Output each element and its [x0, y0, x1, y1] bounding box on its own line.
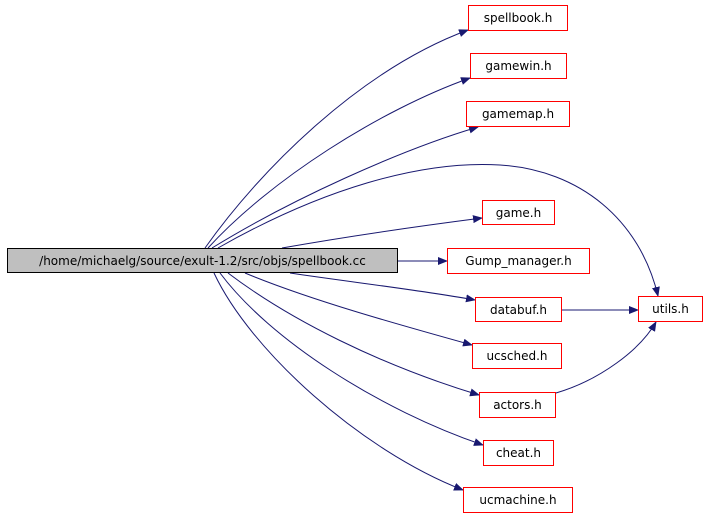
- node-actors-h[interactable]: actors.h: [479, 392, 556, 418]
- edge-spellbook: [204, 29, 469, 249]
- edge-gamemap: [211, 125, 479, 249]
- edge-databuf: [289, 272, 476, 303]
- edge-actors: [227, 272, 480, 397]
- node-ucmachine-h[interactable]: ucmachine.h: [463, 487, 573, 513]
- edge-cheat: [219, 272, 484, 446]
- node-spellbook-h[interactable]: spellbook.h: [468, 5, 568, 31]
- edge-utils-from-main: [217, 163, 660, 297]
- node-gamemap-h[interactable]: gamemap.h: [466, 101, 570, 127]
- node-gamewin-h[interactable]: gamewin.h: [470, 53, 567, 79]
- edge-ucsched: [244, 272, 473, 347]
- node-utils-h[interactable]: utils.h: [638, 296, 703, 322]
- edge-ucmachine: [213, 272, 464, 491]
- node-cheat-h[interactable]: cheat.h: [483, 440, 554, 466]
- edge-gamewin: [207, 77, 471, 249]
- main-file-node: /home/michaelg/source/exult-1.2/src/objs…: [7, 248, 398, 273]
- node-databuf-h[interactable]: databuf.h: [475, 297, 562, 322]
- node-game-h[interactable]: game.h: [482, 200, 555, 225]
- edge-game: [281, 215, 483, 249]
- node-gump-manager-h[interactable]: Gump_manager.h: [447, 248, 590, 274]
- edge-actors-utils: [555, 321, 657, 394]
- node-ucsched-h[interactable]: ucsched.h: [472, 343, 562, 369]
